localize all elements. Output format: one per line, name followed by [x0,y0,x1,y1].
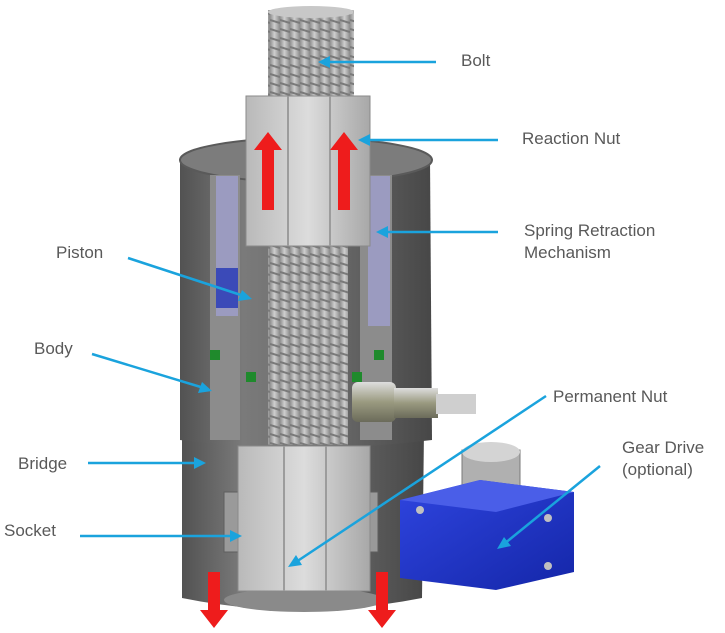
leader-lines [80,56,601,567]
label-piston: Piston [56,243,104,262]
leader-gear-drive [497,465,601,549]
bolt [268,6,354,445]
hydraulic-coupler [352,382,476,422]
leader-bridge [88,457,206,469]
leader-spring [376,226,498,238]
permanent-nut [237,445,371,592]
spring-right [368,176,390,326]
leader-permanent-nut [288,394,547,567]
bridge-base-ring [224,588,384,612]
leader-body [91,352,212,393]
spring-left [216,176,238,316]
force-arrows [200,132,396,628]
leader-piston [127,256,252,301]
label-body: Body [34,339,73,358]
label-bolt: Bolt [461,51,491,70]
gear-drive [400,442,574,590]
leader-socket [80,530,242,542]
leader-reaction-nut [358,134,498,146]
label-bridge: Bridge [18,454,68,473]
arrow-up-icon [330,132,358,210]
piston-seals [210,350,384,382]
arrow-down-icon [368,572,396,628]
label-socket: Socket [4,521,56,540]
label-reaction-nut: Reaction Nut [522,129,621,148]
leader-bolt [318,56,436,68]
arrow-down-icon [200,572,228,628]
label-gear-drive: Gear Drive (optional) [622,438,705,479]
label-spring-retraction: Spring Retraction Mechanism [524,221,656,262]
arrow-up-icon [254,132,282,210]
label-permanent-nut: Permanent Nut [553,387,668,406]
